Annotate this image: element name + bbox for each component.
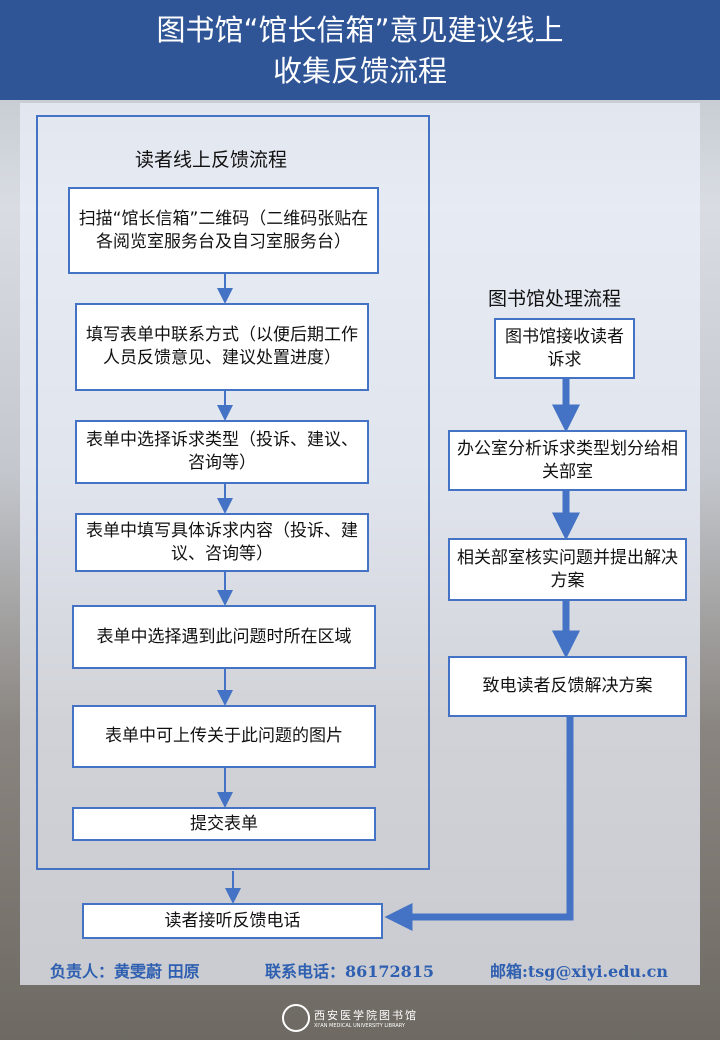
reader-step-6: 表单中可上传关于此问题的图片 xyxy=(72,705,376,768)
reader-step-3: 表单中选择诉求类型（投诉、建议、咨询等） xyxy=(75,420,369,484)
reader-flow-title: 读者线上反馈流程 xyxy=(135,149,288,171)
logo-emblem-icon xyxy=(282,1004,310,1032)
library-flow-title: 图书馆处理流程 xyxy=(488,288,622,310)
logo-name-cn: 西安医学院图书馆 xyxy=(314,1009,418,1022)
title-line-2: 收集反馈流程 xyxy=(272,54,447,88)
library-step-3: 相关部室核实问题并提出解决方案 xyxy=(448,538,687,601)
reader-step-5: 表单中选择遇到此问题时所在区域 xyxy=(72,605,376,669)
reader-step-7: 提交表单 xyxy=(72,807,376,841)
reader-step-4: 表单中填写具体诉求内容（投诉、建议、咨询等） xyxy=(75,513,369,572)
library-step-1: 图书馆接收读者诉求 xyxy=(494,318,635,379)
library-step-2: 办公室分析诉求类型划分给相关部室 xyxy=(448,430,687,491)
reader-flow-container xyxy=(36,115,430,870)
contact-person: 负责人：黄雯蔚 田原 xyxy=(50,962,200,981)
library-logo: 西安医学院图书馆 XI'AN MEDICAL UNIVERSITY LIBRAR… xyxy=(282,1004,418,1032)
library-step-4: 致电读者反馈解决方案 xyxy=(448,656,687,717)
contact-phone: 联系电话：86172815 xyxy=(265,962,435,981)
feedback-arrow xyxy=(384,717,574,931)
reader-step-2: 填写表单中联系方式（以便后期工作人员反馈意见、建议处置进度） xyxy=(75,303,369,391)
title-line-1: 图书馆“馆长信箱”意见建议线上 xyxy=(156,13,564,47)
contact-email: 邮箱:tsg@xiyi.edu.cn xyxy=(490,962,669,981)
logo-name-en: XI'AN MEDICAL UNIVERSITY LIBRARY xyxy=(314,1023,405,1029)
reader-step-1: 扫描“馆长信箱”二维码（二维码张贴在各阅览室服务台及自习室服务台） xyxy=(68,187,379,274)
reader-final-step: 读者接听反馈电话 xyxy=(82,903,383,939)
page-title: 图书馆“馆长信箱”意见建议线上 收集反馈流程 xyxy=(0,0,720,100)
